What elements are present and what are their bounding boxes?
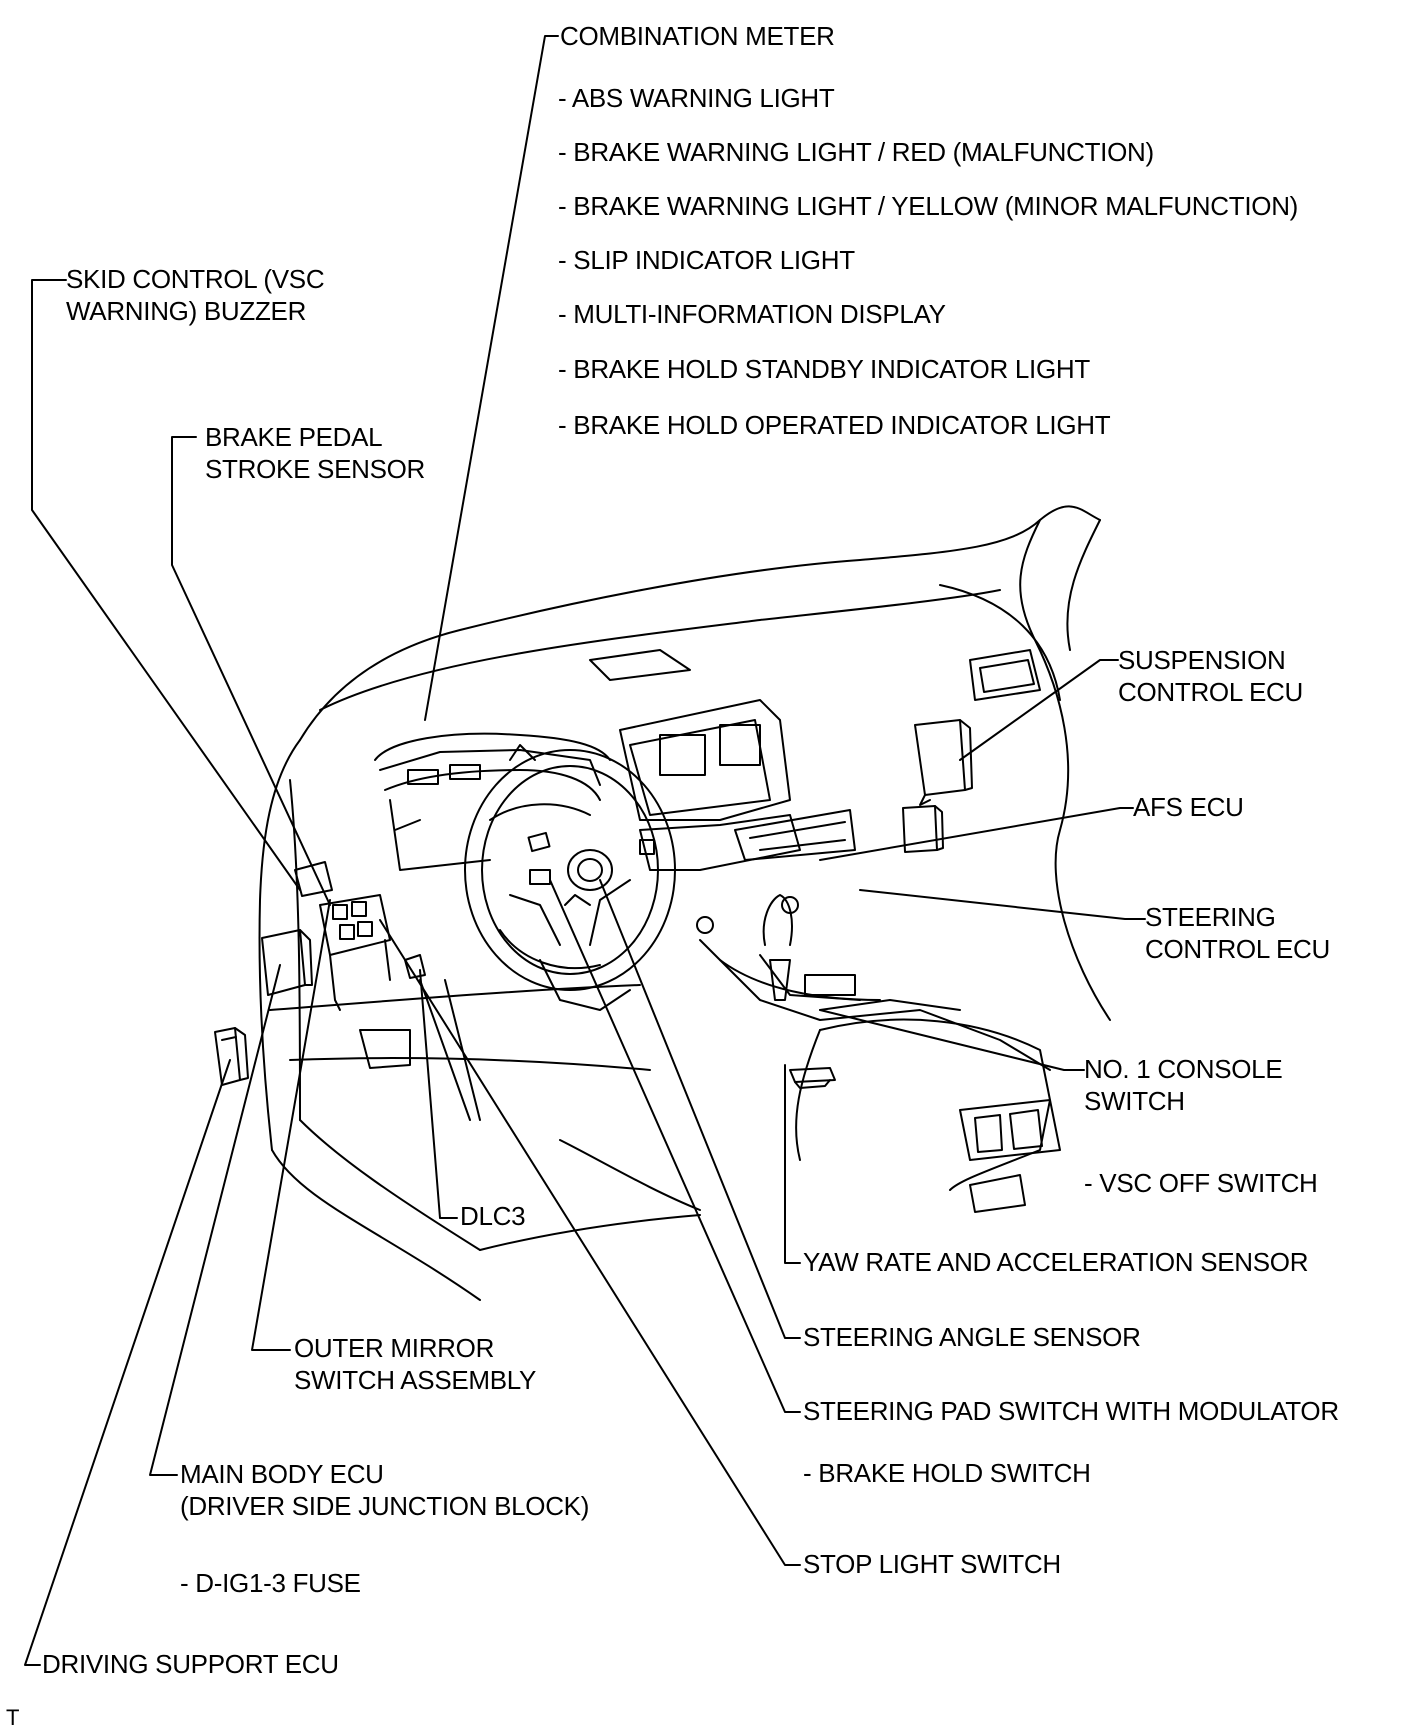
combination-meter-item: - SLIP INDICATOR LIGHT — [558, 245, 855, 275]
label-steering-angle-sensor: STEERING ANGLE SENSOR — [803, 1322, 1141, 1352]
label-brake-hold-switch: - BRAKE HOLD SWITCH — [803, 1458, 1091, 1488]
combination-meter-item: - BRAKE HOLD OPERATED INDICATOR LIGHT — [558, 410, 1111, 440]
label-skid-control-buzzer-line1: SKID CONTROL (VSC — [66, 264, 325, 294]
label-skid-control-buzzer-line2: WARNING) BUZZER — [66, 296, 307, 326]
label-suspension-ecu-line2: CONTROL ECU — [1118, 677, 1303, 707]
label-steering-control-ecu-line1: STEERING — [1145, 902, 1276, 932]
label-steering-pad-switch: STEERING PAD SWITCH WITH MODULATOR — [803, 1396, 1339, 1426]
label-outer-mirror-switch-line1: OUTER MIRROR — [294, 1333, 495, 1363]
label-steering-control-ecu-line2: CONTROL ECU — [1145, 934, 1330, 964]
label-main-body-ecu-line1: MAIN BODY ECU — [180, 1459, 384, 1489]
leader-lines — [24, 35, 1146, 1666]
label-outer-mirror-switch-line2: SWITCH ASSEMBLY — [294, 1365, 537, 1395]
label-dlc3: DLC3 — [460, 1201, 526, 1231]
combination-meter-item: - BRAKE WARNING LIGHT / RED (MALFUNCTION… — [558, 137, 1154, 167]
combination-meter-item: - BRAKE WARNING LIGHT / YELLOW (MINOR MA… — [558, 191, 1299, 221]
label-fuse: - D-IG1-3 FUSE — [180, 1568, 361, 1598]
combination-meter-item: - MULTI-INFORMATION DISPLAY — [558, 299, 946, 329]
label-brake-pedal-sensor-line2: STROKE SENSOR — [205, 454, 426, 484]
label-brake-pedal-sensor-line1: BRAKE PEDAL — [205, 422, 383, 452]
label-console-switch-line2: SWITCH — [1084, 1086, 1185, 1116]
label-vsc-off-switch: - VSC OFF SWITCH — [1084, 1168, 1318, 1198]
combination-meter-item: - BRAKE HOLD STANDBY INDICATOR LIGHT — [558, 354, 1090, 384]
label-main-body-ecu-line2: (DRIVER SIDE JUNCTION BLOCK) — [180, 1491, 590, 1521]
corner-mark: T — [6, 1705, 20, 1730]
component-shapes — [214, 719, 973, 1089]
combination-meter-item: - ABS WARNING LIGHT — [558, 83, 835, 113]
label-driving-support-ecu: DRIVING SUPPORT ECU — [42, 1649, 339, 1679]
label-combination-meter: COMBINATION METER — [560, 21, 835, 51]
label-afs-ecu: AFS ECU — [1133, 792, 1244, 822]
cluster-housing — [374, 732, 611, 871]
label-suspension-ecu-line1: SUSPENSION — [1118, 645, 1286, 675]
label-console-switch-line1: NO. 1 CONSOLE — [1084, 1054, 1283, 1084]
label-stop-light-switch: STOP LIGHT SWITCH — [803, 1549, 1061, 1579]
center-stack — [619, 699, 1061, 1213]
label-yaw-rate-sensor: YAW RATE AND ACCELERATION SENSOR — [803, 1247, 1309, 1277]
